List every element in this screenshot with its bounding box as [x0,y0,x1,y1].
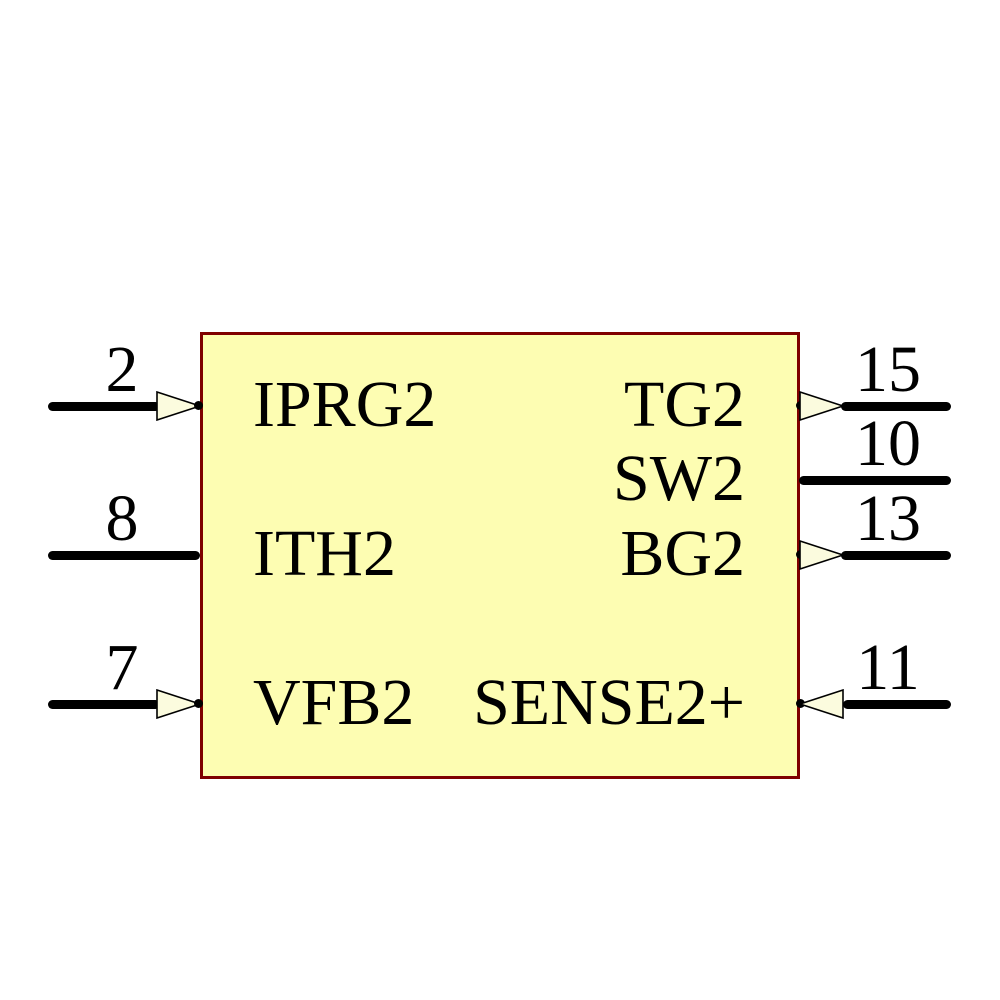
pin-7-wire[interactable] [48,700,160,709]
pin-11-wire[interactable] [843,700,951,709]
pin-8-wire[interactable] [48,551,200,560]
pin-2-input-arrow-icon [156,391,201,421]
pin-label-sense2plus: SENSE2+ [473,666,745,739]
pin-label-vfb2: VFB2 [253,666,415,739]
pin-number-11: 11 [856,631,920,704]
pin-number-10: 10 [855,407,921,480]
ic-symbol-body[interactable] [200,332,800,779]
pin-number-2: 2 [105,333,139,406]
pin-label-sw2: SW2 [613,442,745,515]
pin-10-wire[interactable] [799,476,951,485]
pin-number-7: 7 [105,631,139,704]
pin-11-input-arrow-icon [799,689,844,719]
pin-13-wire[interactable] [841,551,951,560]
pin-label-tg2: TG2 [624,368,745,441]
pin-2-wire[interactable] [48,402,160,411]
pin-15-output-arrow-icon [799,391,844,421]
pin-label-bg2: BG2 [620,517,745,590]
pin-number-15: 15 [855,333,921,406]
pin-15-wire[interactable] [841,402,951,411]
pin-7-connection-dot [194,699,203,708]
pin-number-8: 8 [105,482,139,555]
pin-2-connection-dot [194,401,203,410]
pin-13-output-arrow-icon [799,540,844,570]
pin-label-ith2: ITH2 [253,517,396,590]
pin-number-13: 13 [855,482,921,555]
pin-label-iprg2: IPRG2 [253,368,437,441]
pin-7-input-arrow-icon [156,689,201,719]
